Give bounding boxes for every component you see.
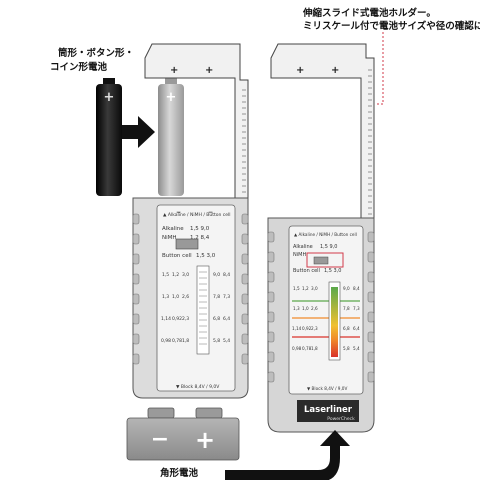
scale-color-gradient <box>331 287 338 357</box>
mm-scale <box>242 89 246 193</box>
slide-holder-callout: 伸縮スライド式電池ホルダー。 ミリスケール付で電池サイズや径の確認に重宝。 <box>302 7 480 105</box>
svg-text:1,14: 1,14 <box>161 316 171 322</box>
svg-text:1,2: 1,2 <box>172 272 179 278</box>
aa-battery-gray: + <box>158 78 184 196</box>
cylinder-text-1: 筒形・ボタン形・ <box>57 47 134 59</box>
svg-text:−: − <box>176 209 181 216</box>
svg-text:9,0: 9,0 <box>343 286 350 291</box>
svg-text:5,4: 5,4 <box>223 338 230 344</box>
cylinder-callout: 筒形・ボタン形・ コイン形電池 <box>50 47 134 73</box>
slide-holder-text-1: 伸縮スライド式電池ホルダー。 <box>302 7 436 19</box>
svg-text:1,8: 1,8 <box>182 338 189 344</box>
svg-text:7,8: 7,8 <box>213 294 220 300</box>
mm-scale-extended <box>368 69 372 215</box>
plus-icon: + <box>296 65 304 76</box>
svg-text:3,0: 3,0 <box>311 286 318 291</box>
brand-plate <box>297 400 359 422</box>
cylinder-text-2: コイン形電池 <box>50 61 108 73</box>
svg-text:0,98: 0,98 <box>161 338 171 344</box>
footer-label: ▼ Block 8,4V / 9,0V <box>307 386 347 391</box>
brand-logo: Laserliner <box>304 405 353 415</box>
slide-holder <box>144 43 249 206</box>
plus-icon: + <box>166 90 177 105</box>
alkaline-values: 1,5 9,0 <box>190 226 210 232</box>
arrow-right-icon <box>122 116 155 148</box>
square-battery-label: 角形電池 <box>160 467 199 479</box>
button-cell-contact <box>175 238 199 250</box>
alkaline-label: Alkaline <box>162 226 184 232</box>
svg-text:9,0: 9,0 <box>213 272 220 278</box>
button-cell-label: Button cell <box>293 268 320 274</box>
svg-text:7,8: 7,8 <box>343 306 350 311</box>
button-cell-values: 1,5 3,0 <box>196 253 216 259</box>
tester-right: + + ▲ Alka <box>267 43 375 433</box>
aa-battery-black: + <box>96 78 122 196</box>
svg-text:1,3: 1,3 <box>162 294 169 300</box>
svg-text:0,78: 0,78 <box>302 346 312 351</box>
svg-text:5,8: 5,8 <box>343 346 350 351</box>
svg-text:6,8: 6,8 <box>343 326 350 331</box>
slide-holder-extended <box>270 43 375 226</box>
nimh-values: 1,2 8,4 <box>190 235 210 241</box>
button-cell-values: 1,5 3,0 <box>324 268 342 274</box>
svg-text:1,3: 1,3 <box>293 306 300 311</box>
svg-text:8,4: 8,4 <box>223 272 230 278</box>
svg-text:8,4: 8,4 <box>353 286 360 291</box>
footer-label: ▼ Block 8,4V / 9,0V <box>176 384 220 390</box>
svg-text:0,92: 0,92 <box>302 326 312 331</box>
plus-icon: + <box>205 65 213 76</box>
svg-text:6,8: 6,8 <box>213 316 220 322</box>
svg-text:1,2: 1,2 <box>302 286 309 291</box>
tester-face <box>288 225 364 395</box>
svg-text:0,92: 0,92 <box>172 316 182 322</box>
slide-holder-text-2: ミリスケール付で電池サイズや径の確認に重宝。 <box>303 20 480 32</box>
svg-text:7,3: 7,3 <box>223 294 230 300</box>
svg-text:6,4: 6,4 <box>353 326 360 331</box>
plus-icon: + <box>104 90 115 105</box>
alkaline-label: Alkaline <box>293 244 313 250</box>
svg-text:2,3: 2,3 <box>311 326 318 331</box>
button-cell-highlight <box>306 252 344 268</box>
header-label: ▲ Alkaline / NiMH / Button cell <box>163 212 231 218</box>
header-label: ▲ Alkaline / NiMH / Button cell <box>294 232 357 237</box>
svg-text:3,0: 3,0 <box>182 272 189 278</box>
plus-icon: + <box>331 65 339 76</box>
svg-text:0,78: 0,78 <box>172 338 182 344</box>
svg-text:1,8: 1,8 <box>311 346 318 351</box>
svg-text:2,3: 2,3 <box>182 316 189 322</box>
plus-icon: + <box>195 426 215 454</box>
svg-text:1,14: 1,14 <box>292 326 302 331</box>
svg-text:2,6: 2,6 <box>182 294 189 300</box>
alkaline-values: 1,5 9,0 <box>320 244 338 250</box>
tester-left: + + ▲ Alkaline / NiMH / <box>132 43 249 399</box>
svg-text:1,0: 1,0 <box>172 294 179 300</box>
svg-text:1,0: 1,0 <box>302 306 309 311</box>
svg-text:7,3: 7,3 <box>353 306 360 311</box>
svg-text:2,6: 2,6 <box>311 306 318 311</box>
svg-text:0,98: 0,98 <box>292 346 302 351</box>
minus-icon: − <box>151 427 169 452</box>
callout-leader-line <box>377 32 384 105</box>
model-name: PowerCheck <box>327 416 355 422</box>
svg-text:−: − <box>208 209 213 216</box>
svg-text:5,8: 5,8 <box>213 338 220 344</box>
voltage-scale-bar <box>196 265 210 355</box>
svg-text:1,5: 1,5 <box>162 272 169 278</box>
square-battery: − + <box>126 407 240 461</box>
plus-icon: + <box>170 65 178 76</box>
svg-text:1,5: 1,5 <box>293 286 300 291</box>
svg-text:6,4: 6,4 <box>223 316 230 322</box>
svg-text:5,4: 5,4 <box>353 346 360 351</box>
button-cell-label: Button cell <box>162 253 192 259</box>
nimh-label: NiMH <box>162 235 177 241</box>
curved-arrow-icon <box>225 430 350 480</box>
tester-face <box>156 204 236 392</box>
nimh-label: NiMH <box>293 252 306 258</box>
